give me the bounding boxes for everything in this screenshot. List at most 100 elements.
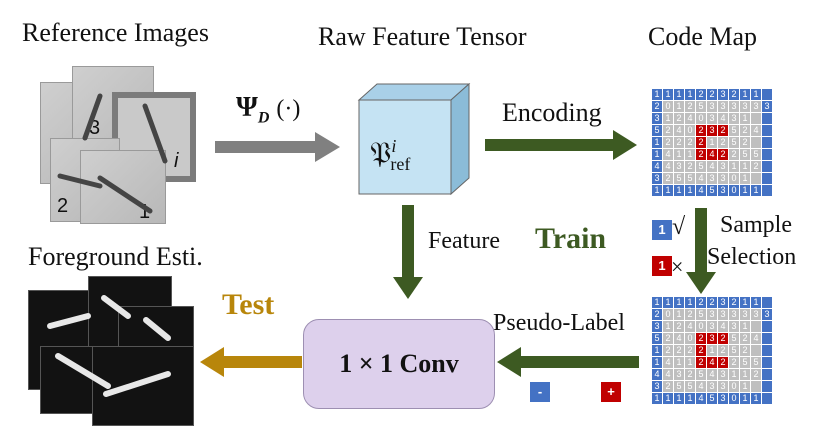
- fg-screw-5: [103, 371, 171, 397]
- pseudo-label-map-cell: 1: [751, 297, 761, 308]
- pseudo-label-map-cell: 4: [685, 321, 695, 332]
- pseudo-label-map-cell: 0: [729, 381, 739, 392]
- fg-screw-drawings: [47, 295, 171, 397]
- code-map-cell: 3: [707, 125, 717, 136]
- code-map-cell: 2: [696, 137, 706, 148]
- feature-tensor-cube: [357, 82, 471, 196]
- foreground-title: Foreground Esti.: [28, 242, 203, 271]
- pseudo-label-map-cell: 1: [740, 321, 750, 332]
- code-map-cell: 1: [685, 185, 695, 196]
- code-map-cell: 5: [751, 149, 761, 160]
- code-map-cell: 3: [718, 89, 728, 100]
- pseudo-label-map-cell: 1: [707, 345, 717, 356]
- code-map-cell: 5: [685, 173, 695, 184]
- pseudo-label-map-cell: [762, 297, 772, 308]
- code-map-cell: 3: [718, 173, 728, 184]
- pseudo-label-map-cell: [762, 345, 772, 356]
- pseudo-label-map-cell: 5: [674, 381, 684, 392]
- code-map-cell: 2: [740, 125, 750, 136]
- pseudo-label-map-cell: [751, 321, 761, 332]
- code-map-cell: 4: [663, 161, 673, 172]
- pseudo-label-map-cell: 1: [652, 345, 662, 356]
- pseudo-label-map-cell: 2: [729, 357, 739, 368]
- pseudo-label-map-cell: 3: [762, 309, 772, 320]
- pseudo-label-map-cell: 1: [729, 369, 739, 380]
- pseudo-label-map-cell: 5: [652, 333, 662, 344]
- code-map-cell: [762, 185, 772, 196]
- pseudo-label-map-cell: 3: [718, 369, 728, 380]
- code-map-cell: 1: [674, 101, 684, 112]
- pseudo-label-map-cell: 2: [696, 297, 706, 308]
- pseudo-label-map-cell: 1: [685, 357, 695, 368]
- feature-label: Feature: [428, 228, 500, 254]
- code-map-cell: 4: [696, 185, 706, 196]
- pseudo-label-map-cell: 2: [652, 309, 662, 320]
- pseudo-label-map-cell: 2: [663, 333, 673, 344]
- pseudo-label-map-cell: 2: [718, 333, 728, 344]
- code-map-cell: 3: [729, 101, 739, 112]
- screw-shape-4: [97, 175, 153, 214]
- pseudo-label-map-cell: 2: [696, 333, 706, 344]
- pseudo-label-map-cell: 5: [751, 357, 761, 368]
- pseudo-label-map-cell: 3: [707, 333, 717, 344]
- code-map-cell: 1: [740, 161, 750, 172]
- raw-feature-tensor-title: Raw Feature Tensor: [318, 22, 527, 51]
- code-map-cell: 4: [685, 113, 695, 124]
- feature-arrow: [393, 205, 423, 299]
- tensor-label: 𝔓iref: [370, 136, 411, 174]
- code-map-cell: 3: [751, 101, 761, 112]
- pseudo-label-map-cell: 1: [674, 297, 684, 308]
- code-map-cell: 1: [674, 89, 684, 100]
- pseudo-label-map-cell: 4: [652, 369, 662, 380]
- code-map-cell: 2: [718, 137, 728, 148]
- pseudo-label-map-cell: [762, 381, 772, 392]
- code-map-cell: 5: [696, 101, 706, 112]
- code-map-cell: [762, 125, 772, 136]
- pseudo-label-map-cell: 3: [740, 309, 750, 320]
- code-map-cell: 1: [663, 113, 673, 124]
- code-map-cell: [762, 149, 772, 160]
- pseudo-label-map-cell: 2: [718, 345, 728, 356]
- code-map-cell: 0: [729, 185, 739, 196]
- code-map-cell: 1: [652, 185, 662, 196]
- code-map-cell: 1: [663, 185, 673, 196]
- pseudo-label-map-cell: [762, 333, 772, 344]
- pseudo-label-map-cell: 3: [718, 393, 728, 404]
- pseudo-label-map-cell: 5: [696, 309, 706, 320]
- code-map-cell: 1: [685, 149, 695, 160]
- pseudo-label-map-cell: 5: [740, 357, 750, 368]
- pseudo-label-map-cell: 1: [740, 297, 750, 308]
- code-map-cell: 2: [718, 125, 728, 136]
- pseudo-label-map-cell: 3: [718, 297, 728, 308]
- code-map-cell: 2: [663, 125, 673, 136]
- code-map-cell: 1: [740, 185, 750, 196]
- sample-selection-arrow: [686, 208, 716, 294]
- fg-screw-3: [143, 317, 171, 341]
- code-map-cell: [762, 89, 772, 100]
- train-label: Train: [535, 222, 607, 255]
- pseudo-label-map-cell: 1: [751, 393, 761, 404]
- pseudo-label-map-cell: [762, 393, 772, 404]
- pseudo-label-map-cell: 3: [674, 369, 684, 380]
- code-map-cell: 3: [707, 101, 717, 112]
- minus-marker: -: [530, 382, 550, 402]
- code-map-cell: 1: [674, 185, 684, 196]
- pseudo-label-text: Pseudo-Label: [493, 310, 625, 336]
- pseudo-label-map-cell: 1: [740, 393, 750, 404]
- code-map-cell: 3: [718, 101, 728, 112]
- pseudo-label-map-cell: 1: [685, 393, 695, 404]
- code-map-cell: 2: [674, 113, 684, 124]
- pseudo-label-map-cell: 2: [685, 369, 695, 380]
- pseudo-label-map-cell: 3: [652, 321, 662, 332]
- code-map-cell: [762, 137, 772, 148]
- screw-shape-3: [57, 173, 103, 189]
- pseudo-label-map-cell: 4: [663, 369, 673, 380]
- code-map-cell: 4: [696, 173, 706, 184]
- code-map-cell: 1: [751, 89, 761, 100]
- code-map-cell: 0: [685, 125, 695, 136]
- screw-drawings: [57, 93, 168, 214]
- pseudo-label-map-cell: 4: [718, 321, 728, 332]
- code-map-cell: 2: [707, 89, 717, 100]
